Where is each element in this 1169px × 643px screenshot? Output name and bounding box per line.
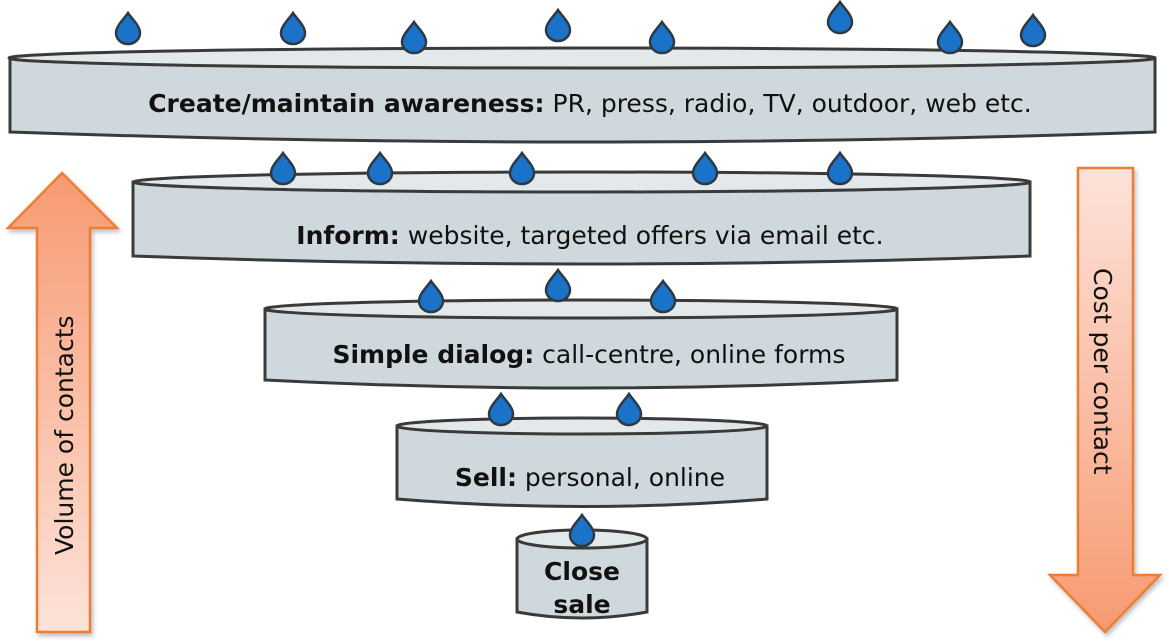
drop-icon (279, 10, 307, 46)
drop-icon (508, 150, 536, 186)
inform-detail: website, targeted offers via email etc. (400, 221, 884, 250)
drops-level-5 (568, 512, 596, 548)
cost-per-contact-label: Cost per contact (1088, 268, 1117, 475)
drop-icon (487, 391, 515, 427)
funnel-level-sell: Sell: personal, online (395, 391, 769, 508)
drop-icon (568, 512, 596, 548)
funnel-level-inform: Inform: website, targeted offers via ema… (131, 150, 1032, 266)
drop-icon (691, 150, 719, 186)
drop-icon (366, 150, 394, 186)
drop-icon (417, 278, 445, 314)
drop-icon (648, 19, 676, 55)
drops-level-3 (417, 267, 677, 314)
drops-level-4 (487, 391, 643, 427)
down-arrow-icon (1047, 166, 1163, 634)
drop-icon (936, 19, 964, 55)
drop-icon (615, 391, 643, 427)
awareness-label: Create/maintain awareness: PR, press, ra… (93, 89, 1072, 118)
drops-level-1 (114, 0, 1047, 55)
sell-label: Sell: personal, online (399, 463, 765, 492)
funnel-level-simple-dialog: Simple dialog: call-centre, online forms (263, 267, 899, 390)
simple-dialog-detail: call-centre, online forms (534, 340, 845, 369)
inform-label: Inform: website, targeted offers via ema… (241, 221, 924, 250)
sell-detail: personal, online (517, 463, 725, 492)
drop-icon (649, 278, 677, 314)
funnel-level-close-sale: Close sale (515, 512, 649, 620)
cost-per-contact-arrow: Cost per contact (1047, 166, 1163, 634)
funnel-level-awareness: Create/maintain awareness: PR, press, ra… (7, 0, 1157, 144)
awareness-detail: PR, press, radio, TV, outdoor, web etc. (545, 89, 1032, 118)
close-sale-line1: Close (544, 557, 620, 586)
drop-icon (400, 19, 428, 55)
drop-icon (544, 267, 572, 303)
drop-icon (826, 0, 854, 35)
inform-title: Inform: (296, 221, 400, 250)
drop-icon (544, 7, 572, 43)
awareness-title: Create/maintain awareness: (148, 89, 544, 118)
close-sale-line2: sale (553, 590, 610, 619)
up-arrow-icon (5, 171, 121, 634)
drop-icon (1019, 12, 1047, 48)
simple-dialog-title: Simple dialog: (332, 340, 534, 369)
drop-icon (826, 150, 854, 186)
drop-icon (269, 150, 297, 186)
simple-dialog-label: Simple dialog: call-centre, online forms (277, 340, 885, 369)
drop-icon (114, 10, 142, 46)
volume-of-contacts-arrow: Volume of contacts (5, 171, 121, 634)
sell-title: Sell: (455, 463, 517, 492)
drops-level-2 (269, 150, 854, 186)
volume-of-contacts-label: Volume of contacts (50, 315, 79, 555)
